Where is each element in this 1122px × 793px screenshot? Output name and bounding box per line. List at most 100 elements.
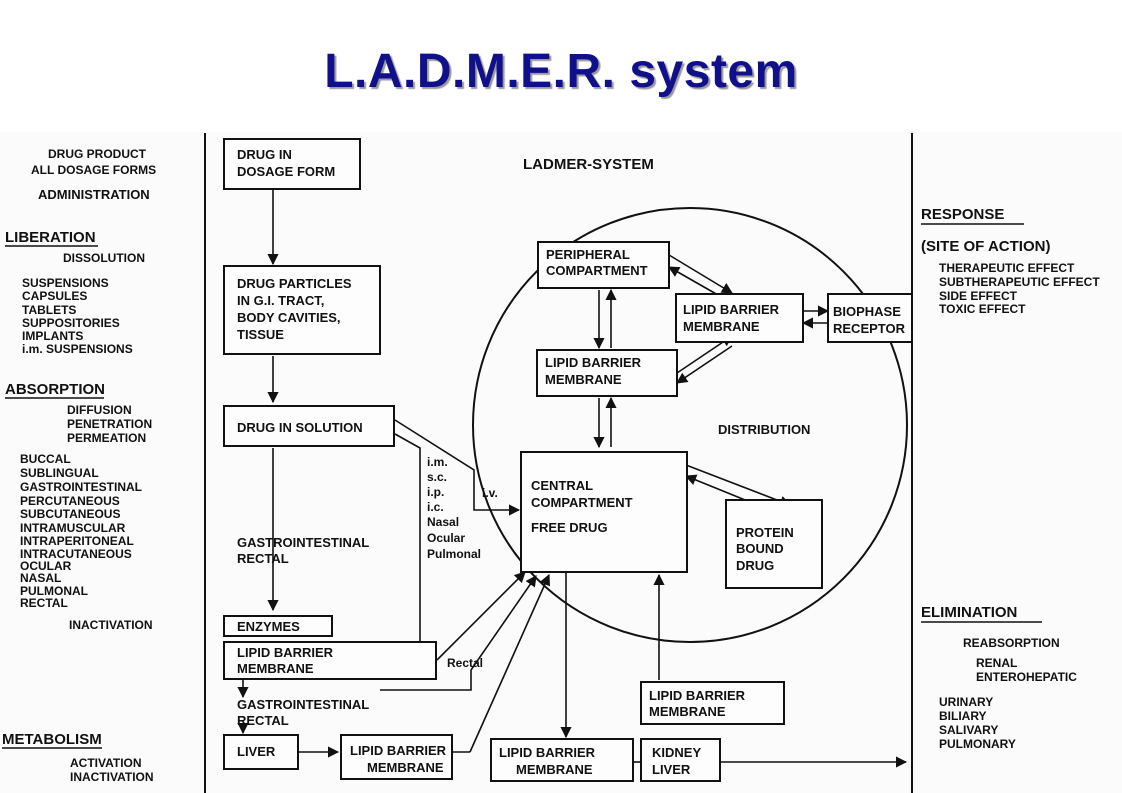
box-biophase-receptor: BIOPHASE RECEPTOR [827, 293, 913, 343]
ladmer-system-header: LADMER-SYSTEM [523, 156, 654, 173]
svg-text:MEMBRANE: MEMBRANE [545, 372, 622, 387]
slide-title: L.A.D.M.E.R. system [324, 45, 798, 98]
svg-text:KIDNEY: KIDNEY [652, 745, 701, 760]
route-label: i.c. [427, 500, 444, 514]
label-rectal-route: Rectal [447, 656, 483, 670]
svg-text:DRUG: DRUG [736, 558, 774, 573]
label-gastrointestinal: GASTROINTESTINAL [237, 697, 369, 712]
svg-text:BODY CAVITIES,: BODY CAVITIES, [237, 310, 341, 325]
absorption-sub: DIFFUSION [67, 403, 132, 417]
elimination-route: BILIARY [939, 709, 987, 723]
svg-text:LIPID BARRIER: LIPID BARRIER [545, 355, 642, 370]
left-all-dosage-forms: ALL DOSAGE FORMS [31, 163, 156, 177]
liberation-item: SUPPOSITORIES [22, 316, 120, 330]
route-label: Nasal [427, 515, 459, 529]
svg-text:ENZYMES: ENZYMES [237, 619, 300, 634]
liberation-item: TABLETS [22, 303, 76, 317]
liberation-item: IMPLANTS [22, 329, 83, 343]
box-protein-bound-drug: PROTEIN BOUND DRUG [725, 499, 823, 589]
label-rectal: RECTAL [237, 551, 289, 566]
box-lipid-right: LIPID BARRIER MEMBRANE [675, 293, 804, 343]
box-lipid-mid: LIPID BARRIER MEMBRANE [536, 349, 678, 397]
svg-text:LIVER: LIVER [237, 744, 276, 759]
svg-text:DRUG PARTICLES: DRUG PARTICLES [237, 276, 352, 291]
absorption-route: INTRACUTANEOUS [20, 547, 132, 561]
box-peripheral-compartment: PERIPHERAL COMPARTMENT [537, 241, 670, 289]
elimination-route: PULMONARY [939, 737, 1016, 751]
liberation-item: CAPSULES [22, 289, 87, 303]
svg-text:LIPID BARRIER: LIPID BARRIER [237, 645, 334, 660]
svg-text:LIPID BARRIER: LIPID BARRIER [499, 745, 596, 760]
svg-text:BOUND: BOUND [736, 541, 784, 556]
route-label: i.m. [427, 455, 448, 469]
svg-text:PERIPHERAL: PERIPHERAL [546, 247, 630, 262]
heading-response: RESPONSE [921, 206, 1004, 223]
route-label: s.c. [427, 470, 447, 484]
box-drug-in-solution: DRUG IN SOLUTION [223, 405, 395, 447]
svg-text:DOSAGE FORM: DOSAGE FORM [237, 164, 335, 179]
svg-text:PROTEIN: PROTEIN [736, 525, 794, 540]
left-administration: ADMINISTRATION [38, 187, 150, 202]
absorption-inactivation: INACTIVATION [69, 618, 153, 632]
label-distribution: DISTRIBUTION [718, 422, 810, 437]
left-drug-product: DRUG PRODUCT [48, 147, 147, 161]
response-effect: SIDE EFFECT [939, 289, 1018, 303]
heading-elimination: ELIMINATION [921, 604, 1017, 621]
absorption-route: GASTROINTESTINAL [20, 480, 142, 494]
box-central-compartment: CENTRAL COMPARTMENT FREE DRUG [520, 451, 688, 573]
box-lipid-gi: LIPID BARRIER MEMBRANE [223, 641, 437, 680]
connectors [237, 188, 908, 768]
svg-text:RECEPTOR: RECEPTOR [833, 321, 906, 336]
svg-text:COMPARTMENT: COMPARTMENT [531, 495, 633, 510]
box-dosage-form: DRUG IN DOSAGE FORM [223, 138, 361, 190]
svg-text:DRUG IN SOLUTION: DRUG IN SOLUTION [237, 420, 363, 435]
box-drug-particles: DRUG PARTICLES IN G.I. TRACT, BODY CAVIT… [223, 265, 381, 355]
elimination-route: URINARY [939, 695, 993, 709]
svg-text:DRUG IN: DRUG IN [237, 147, 292, 162]
label-iv: i.v. [482, 486, 498, 500]
box-enzymes: ENZYMES [223, 615, 333, 637]
distribution-circle [472, 207, 908, 643]
left-column: DRUG PRODUCT ALL DOSAGE FORMS ADMINISTRA… [2, 147, 156, 784]
svg-text:LIPID BARRIER: LIPID BARRIER [683, 302, 780, 317]
absorption-route: NASAL [20, 571, 61, 585]
response-effect: SUBTHERAPEUTIC EFFECT [939, 275, 1100, 289]
svg-text:MEMBRANE: MEMBRANE [237, 661, 314, 676]
elimination-route: SALIVARY [939, 723, 998, 737]
response-effect: THERAPEUTIC EFFECT [939, 261, 1075, 275]
svg-text:MEMBRANE: MEMBRANE [367, 760, 444, 775]
right-column: RESPONSE (SITE OF ACTION) THERAPEUTIC EF… [921, 206, 1100, 751]
svg-text:TISSUE: TISSUE [237, 327, 284, 342]
route-label: i.p. [427, 485, 444, 499]
svg-text:FREE DRUG: FREE DRUG [531, 520, 608, 535]
absorption-route: PULMONAL [20, 584, 88, 598]
box-kidney-liver: KIDNEY LIVER [640, 738, 721, 782]
svg-text:IN G.I. TRACT,: IN G.I. TRACT, [237, 293, 324, 308]
route-label: Pulmonal [427, 547, 481, 561]
absorption-route: PERCUTANEOUS [20, 494, 120, 508]
absorption-route: RECTAL [20, 596, 68, 610]
absorption-route: SUBCUTANEOUS [20, 507, 120, 521]
absorption-sub: PENETRATION [67, 417, 152, 431]
elimination-item: ENTEROHEPATIC [976, 670, 1077, 684]
absorption-route: INTRAMUSCULAR [20, 521, 126, 535]
absorption-sub: PERMEATION [67, 431, 146, 445]
svg-text:LIPID BARRIER: LIPID BARRIER [649, 688, 746, 703]
response-site-of-action: (SITE OF ACTION) [921, 238, 1050, 255]
svg-text:CENTRAL: CENTRAL [531, 478, 593, 493]
box-lipid-kidney: LIPID BARRIER MEMBRANE [640, 681, 785, 725]
svg-text:MEMBRANE: MEMBRANE [649, 704, 726, 719]
svg-text:LIPID BARRIER: LIPID BARRIER [350, 743, 447, 758]
heading-metabolism: METABOLISM [2, 731, 102, 748]
box-lipid-liver: LIPID BARRIER MEMBRANE [340, 734, 453, 780]
elimination-reabsorption: REABSORPTION [963, 636, 1060, 650]
svg-text:BIOPHASE: BIOPHASE [833, 304, 901, 319]
liberation-item: i.m. SUSPENSIONS [22, 342, 133, 356]
absorption-route: SUBLINGUAL [20, 466, 99, 480]
heading-absorption: ABSORPTION [5, 381, 105, 398]
route-label: Ocular [427, 531, 465, 545]
box-liver: LIVER [223, 734, 299, 770]
svg-text:COMPARTMENT: COMPARTMENT [546, 263, 648, 278]
metabolism-item: ACTIVATION [70, 756, 142, 770]
